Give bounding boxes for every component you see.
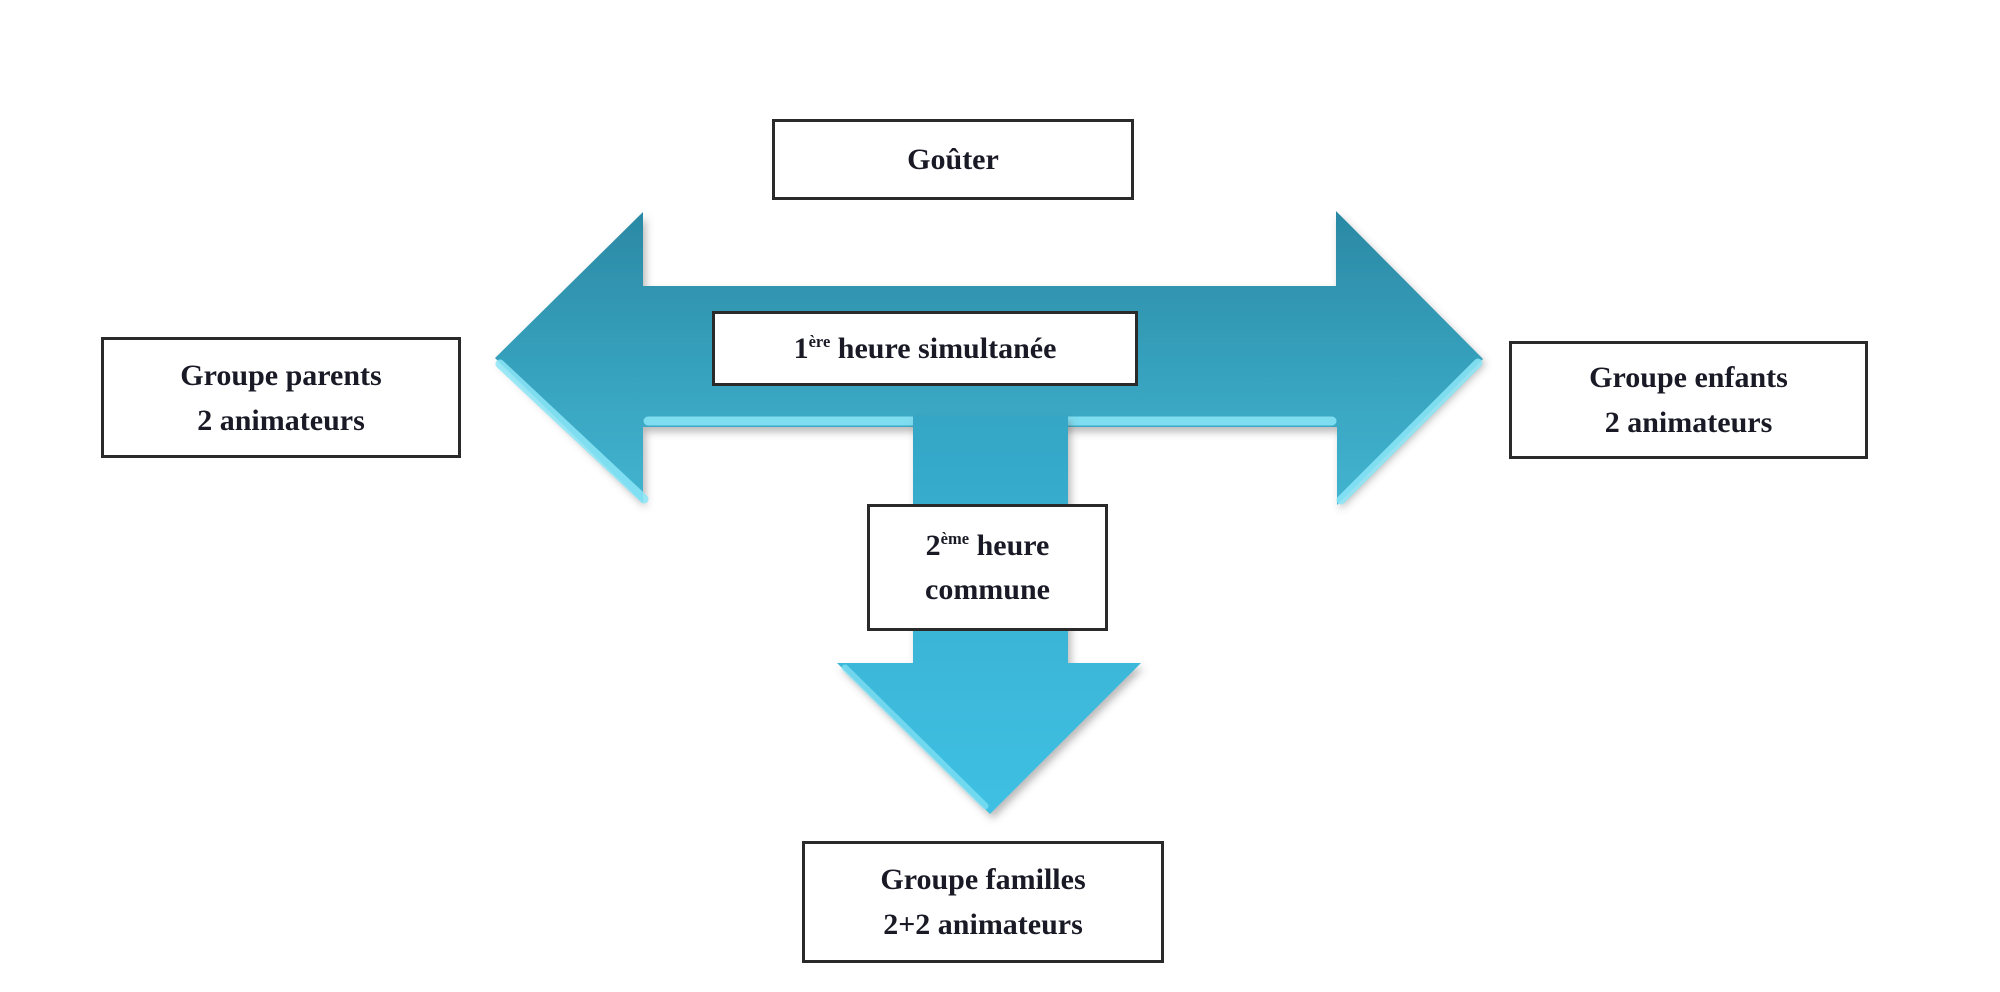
group-enfants-line2: 2 animateurs [1604,406,1773,439]
group-parents-line1: Groupe parents [180,358,382,392]
group-enfants-line1: Groupe enfants [1589,361,1788,394]
group-familles-line2: 2+2 animateurs [883,908,1083,941]
box-group-parents: Groupe parents 2 animateurs [101,337,461,458]
box-group-enfants: Groupe enfants 2 animateurs [1509,341,1868,459]
box-second-hour: 2ème heure commune [867,504,1108,631]
second-hour-line1: 2ème heure [926,524,1050,568]
second-hour-number: 2 [925,529,941,562]
gouter-label: Goûter [907,143,999,176]
second-hour-text: heure [969,529,1050,562]
first-hour-text: heure simultanée [830,332,1057,365]
down-arrow-bevel-highlight [841,664,989,810]
box-group-familles: Groupe familles 2+2 animateurs [802,841,1164,963]
second-hour-line2: commune [925,572,1050,606]
first-hour-ordinal-suffix: ère [808,332,831,351]
group-familles-line1: Groupe familles [880,863,1086,896]
group-parents-line2: 2 animateurs [197,403,365,437]
box-gouter: Goûter [772,119,1134,200]
second-hour-ordinal-suffix: ème [940,529,970,548]
first-hour-label: 1ère heure simultanée [794,326,1057,371]
first-hour-number: 1 [793,332,809,365]
box-first-hour: 1ère heure simultanée [712,311,1138,386]
